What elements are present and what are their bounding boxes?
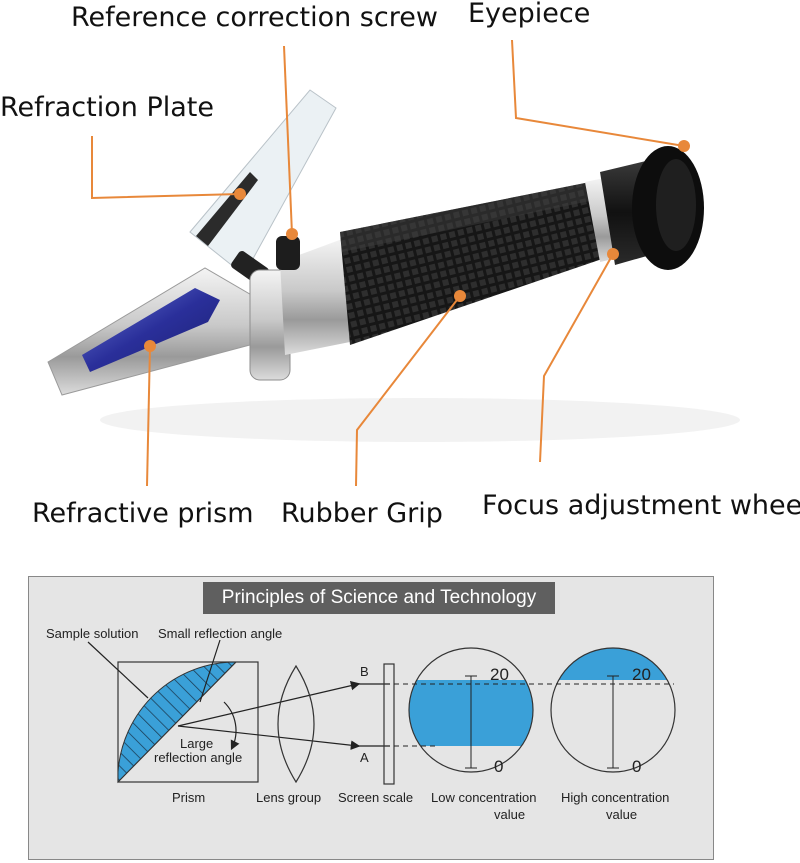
point-b-label: B	[360, 664, 369, 679]
high-concentration-view	[550, 647, 676, 773]
low-bottom-value: 0	[494, 757, 503, 776]
low-concentration-fill	[409, 680, 533, 746]
high-top-value: 20	[632, 665, 651, 684]
low-top-value: 20	[490, 665, 509, 684]
caption-low-concentration-line2: value	[494, 807, 525, 822]
large-reflection-angle-line1: Large	[180, 736, 213, 751]
sample-leader-line	[87, 641, 149, 699]
rubber-grip-label: Rubber Grip	[281, 498, 443, 529]
ray-to-a	[177, 725, 361, 750]
caption-lens-group: Lens group	[256, 790, 321, 805]
small-reflection-angle-text: Small reflection angle	[158, 626, 282, 641]
point-a-label: A	[360, 750, 369, 765]
focus-adjustment-wheel-label: Focus adjustment wheel	[482, 490, 800, 521]
refraction-plate	[189, 89, 337, 276]
callout-dots	[144, 140, 690, 352]
principles-title: Principles of Science and Technology	[203, 582, 555, 614]
prism-box	[117, 661, 259, 783]
caption-low-concentration-line1: Low concentration	[431, 790, 537, 805]
callout-lines	[91, 39, 685, 487]
refractive-prism-label: Refractive prism	[32, 498, 254, 529]
high-bottom-value: 0	[632, 757, 641, 776]
refractive-prism-glass	[82, 288, 220, 372]
lens-group	[277, 664, 315, 784]
caption-prism: Prism	[172, 790, 205, 805]
sample-solution-text: Sample solution	[46, 626, 139, 641]
reference-screw	[276, 236, 300, 270]
angle-arc	[223, 701, 240, 751]
refraction-plate-label: Refraction Plate	[0, 92, 214, 123]
ray-to-b	[177, 680, 361, 727]
low-concentration-view	[408, 647, 534, 773]
reference-correction-screw-label: Reference correction screw	[71, 2, 438, 33]
large-reflection-angle-line2: reflection angle	[154, 750, 242, 765]
principles-diagram: Sample solution Small reflection angle L…	[46, 626, 676, 822]
caption-high-concentration-line1: High concentration	[561, 790, 669, 805]
caption-high-concentration-line2: value	[606, 807, 637, 822]
shadow	[100, 398, 740, 442]
screen-scale	[383, 663, 395, 785]
refractometer-illustration	[47, 39, 740, 487]
small-angle-leader-line	[199, 639, 221, 703]
caption-screen-scale: Screen scale	[338, 790, 413, 805]
eyepiece-label: Eyepiece	[468, 0, 591, 29]
